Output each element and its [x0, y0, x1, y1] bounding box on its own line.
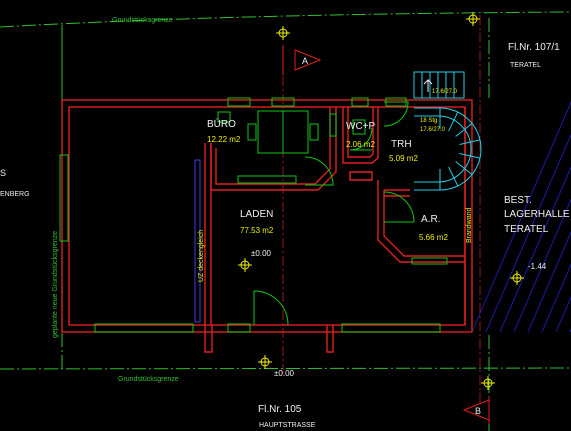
hatch-line — [471, 101, 571, 333]
parcel-left-partial-2: ENBERG — [0, 191, 30, 198]
wc-bowl — [352, 119, 366, 135]
top-boundary-line — [0, 11, 571, 28]
stair-tread — [459, 139, 481, 146]
hatch-line — [513, 198, 571, 333]
hatch-line — [541, 263, 571, 333]
door-buero — [304, 156, 334, 186]
hatch-line — [499, 166, 571, 333]
room-trh-area: 5.09 m2 — [389, 154, 418, 163]
room-buero-area: 12.22 m2 — [207, 135, 241, 144]
room-laden-area: 77.53 m2 — [240, 226, 274, 235]
walls — [61, 99, 473, 353]
section-marker-a: A — [282, 45, 322, 75]
room-trh-name: TRH — [391, 139, 412, 150]
wc-walls-inner — [347, 107, 374, 158]
window-laden-bottom-1 — [94, 323, 194, 333]
parcel-top-right-name: TERATEL — [510, 62, 541, 69]
window-laden-bottom-3 — [341, 323, 441, 333]
doors — [253, 101, 415, 326]
room-halle-line1: BEST. — [504, 195, 532, 206]
stair-spiral-inner — [414, 115, 472, 183]
chair-left — [247, 123, 257, 141]
stair-label-mid-1: 18 Stg — [420, 118, 437, 124]
parcel-top-right-number: Fl.Nr. 107/1 — [508, 42, 560, 53]
section-a-letter: A — [302, 56, 308, 66]
door-ar — [383, 191, 415, 223]
uz-wall-strip — [194, 159, 201, 323]
stair-tread — [455, 161, 473, 175]
outer-wall — [61, 99, 473, 333]
cabinet — [217, 111, 231, 123]
room-buero-name: BÜRO — [207, 118, 236, 130]
chair-right — [309, 123, 319, 141]
room-laden-name: LADEN — [240, 209, 273, 220]
stair-tread — [448, 166, 459, 187]
parcel-bottom-name: HAUPTSTRASSE — [259, 422, 316, 429]
top-boundary-label: Grundstücksgrenze — [112, 17, 173, 24]
wall-joint-left — [349, 171, 373, 181]
brandwand-label: Brandwand — [466, 207, 473, 243]
stair-tread — [448, 111, 459, 132]
uz-wall-label: UZ deckengleich — [198, 230, 205, 282]
window-buero-low — [237, 175, 297, 184]
stair-spiral-outline — [414, 107, 482, 191]
axis-lines — [282, 15, 481, 405]
hatch-line — [485, 133, 571, 333]
entrance-step — [326, 325, 334, 353]
room-wc-area: 2.06 m2 — [346, 140, 375, 149]
trh-ar-walls — [377, 180, 465, 263]
wc-basin — [329, 113, 337, 137]
door-entrance — [253, 290, 289, 326]
door-trh — [383, 101, 409, 127]
furniture — [194, 110, 366, 323]
section-marker-b: B — [462, 396, 490, 424]
window-laden-bottom-2 — [227, 323, 251, 333]
stair-label-mid-2: 17.6/27.0 — [420, 127, 446, 133]
stair-arrow — [423, 78, 433, 92]
room-halle-line3: TERATEL — [504, 224, 549, 235]
level-laden: ±0.00 — [251, 249, 272, 258]
buero-bottom-wall — [210, 107, 337, 191]
window-laden-left — [59, 154, 69, 242]
level-halle: -1.44 — [528, 262, 547, 271]
level-entrance: ±0.00 — [274, 369, 295, 378]
bottom-boundary-line — [0, 367, 571, 370]
room-ar-name: A.R. — [421, 214, 440, 225]
section-b-letter: B — [475, 406, 481, 416]
stair-tread — [455, 123, 473, 137]
storage-hall-hatch — [471, 101, 571, 333]
stair-upper-flight — [413, 71, 465, 99]
left-boundary-label: geplante neue Grundstücksgrenze — [52, 231, 59, 338]
parcel-left-partial-1: S — [0, 168, 6, 178]
parcel-bottom-number: Fl.Nr. 105 — [258, 404, 302, 415]
window-ar-bottom — [411, 257, 448, 265]
wc-walls — [342, 107, 379, 164]
stair-tread — [459, 152, 481, 159]
bottom-boundary-label: Grundstücksgrenze — [118, 376, 179, 383]
door-wc — [349, 127, 373, 151]
stair-label-top: 17.6/27.0 — [432, 89, 458, 95]
window-wc — [351, 97, 369, 107]
section-a-triangle — [294, 49, 322, 71]
room-ar-area: 5.66 m2 — [419, 233, 448, 242]
staircase — [413, 71, 482, 191]
room-halle-line2: LAGERHALLE — [504, 209, 570, 220]
bottom-step — [204, 325, 213, 353]
reference-crosshairs — [238, 12, 524, 390]
window-buero-2 — [271, 97, 295, 107]
room-wc-name: WC+P — [346, 121, 376, 132]
buero-bottom-wall-inner — [215, 107, 331, 185]
window-buero-1 — [227, 97, 251, 107]
hatch-line — [527, 231, 571, 333]
trh-ar-walls-inner — [383, 190, 465, 257]
